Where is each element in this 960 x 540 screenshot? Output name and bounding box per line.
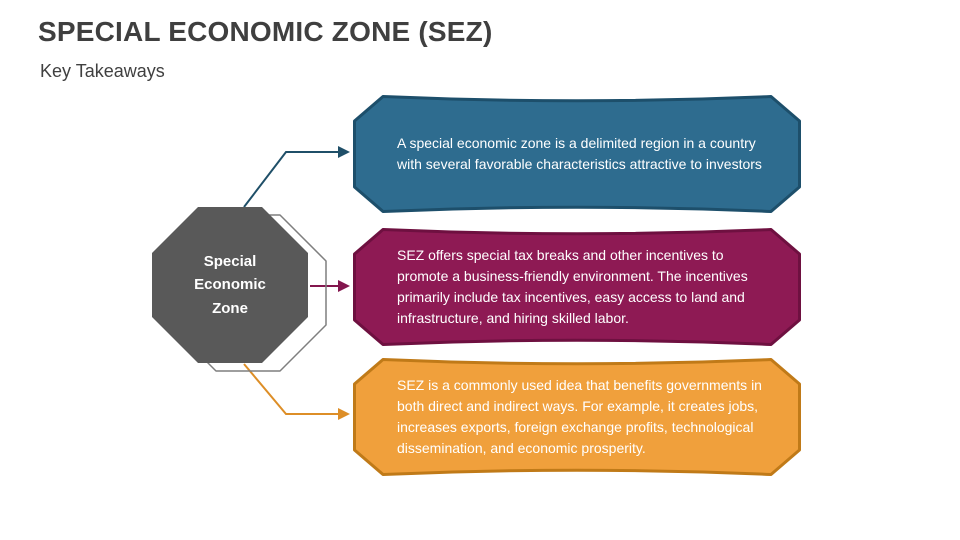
slide-title: SPECIAL ECONOMIC ZONE (SEZ) (38, 16, 493, 47)
banner-definition-plaque (353, 95, 801, 213)
banner-definition-shape (353, 95, 801, 213)
banner-definition[interactable]: A special economic zone is a delimited r… (353, 95, 801, 213)
connector-top-line (243, 151, 338, 208)
connector-middle-arrowhead (338, 280, 350, 292)
connector-top-arrowhead (338, 146, 350, 158)
slide-subtitle: Key Takeaways (40, 61, 165, 81)
banner-benefits-plaque (353, 358, 801, 476)
center-node-label: Special Economic Zone (194, 253, 266, 317)
banner-incentives-plaque (353, 228, 801, 346)
banner-benefits[interactable]: SEZ is a commonly used idea that benefit… (353, 358, 801, 476)
banner-incentives-text: SEZ offers special tax breaks and other … (397, 247, 748, 326)
connector-bottom-arrowhead (338, 408, 350, 420)
banner-incentives-shape (353, 228, 801, 346)
center-node-shape (152, 207, 327, 372)
banner-benefits-text: SEZ is a commonly used idea that benefit… (397, 377, 762, 456)
banner-incentives[interactable]: SEZ offers special tax breaks and other … (353, 228, 801, 346)
banner-definition-text: A special economic zone is a delimited r… (397, 135, 762, 172)
banner-benefits-shape (353, 358, 801, 476)
octagon-shape (152, 207, 308, 363)
center-node[interactable]: Special Economic Zone (152, 207, 330, 377)
